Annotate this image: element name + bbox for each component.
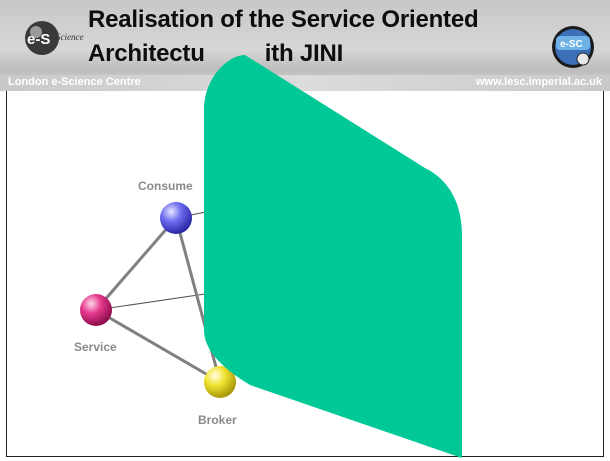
- broker-node: [204, 366, 236, 398]
- edge-consumer-broker: [174, 217, 222, 383]
- banner-left-text: London e-Science Centre: [8, 76, 141, 88]
- logo-highlight: [30, 26, 42, 38]
- consumer-label: Consume: [138, 179, 193, 193]
- consumer-node: [160, 202, 192, 234]
- esc-logo-crest: [576, 52, 590, 66]
- page-title-line-2: Architectu ith JINI: [88, 40, 343, 68]
- banner-url: www.lesc.imperial.ac.uk: [475, 76, 602, 88]
- page-title-line-2-start: Architectu: [88, 40, 205, 67]
- service-label: Service: [74, 340, 117, 354]
- green-overlay-panel: [204, 55, 462, 458]
- esc-logo-plate: [556, 36, 590, 50]
- header-banner: [0, 75, 610, 91]
- service-node: [80, 294, 112, 326]
- page-title-line-2-end: ith JINI: [264, 40, 344, 67]
- esc-logo: e-SC: [552, 26, 594, 68]
- logo-left-text: Science: [56, 32, 83, 42]
- logo-e-mark: e-S: [27, 31, 50, 48]
- page-title-line-1: Realisation of the Service Oriented: [88, 6, 479, 33]
- broker-label: Broker: [198, 413, 237, 427]
- logo-right-text: e-SC: [560, 39, 583, 50]
- edge-service-broker: [95, 308, 221, 384]
- edge-consumer-service: [94, 217, 178, 311]
- e-science-logo: e-S Science: [25, 21, 83, 55]
- content-frame: [6, 91, 604, 457]
